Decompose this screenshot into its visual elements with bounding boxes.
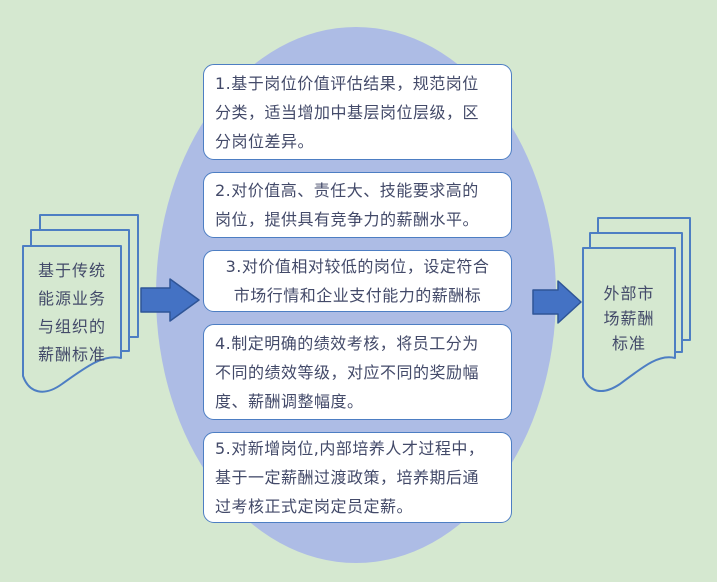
process-box-text-line: 1.基于岗位价值评估结果，规范岗位 xyxy=(215,73,479,93)
process-box-2: 2.对价值高、责任大、技能要求高的 岗位，提供具有竞争力的薪酬水平。 xyxy=(203,172,512,238)
process-box-text-line: 3.对价值相对较低的岗位，设定符合 xyxy=(225,257,490,276)
right-document-label: 外部市 场薪酬 标准 xyxy=(583,281,675,356)
process-box-text-line: 市场行情和企业支付能力的薪酬标 xyxy=(233,286,482,305)
left-document-label: 基于传统 能源业务 与组织的 薪酬标准 xyxy=(23,257,121,369)
doc-label-line: 与组织的 xyxy=(37,317,106,336)
doc-label-line: 基于传统 xyxy=(37,261,106,280)
doc-label-line: 外部市 xyxy=(603,284,655,303)
process-box-text-line: 基于一定薪酬过渡政策，培养期后通 xyxy=(215,468,480,487)
right-document-stack-icon xyxy=(582,217,691,393)
process-box-text-line: 不同的绩效等级，对应不同的奖励幅 xyxy=(215,362,480,382)
left-flow-arrow-icon xyxy=(140,278,200,322)
doc-label-line: 能源业务 xyxy=(37,289,106,308)
process-box-text-line: 2.对价值高、责任大、技能要求高的 xyxy=(215,181,479,200)
process-box-text-line: 过考核正式定岗定员定薪。 xyxy=(215,497,414,516)
process-box-text-line: 5.对新增岗位,内部培养人才过程中， xyxy=(215,439,485,458)
process-box-text-line: 岗位，提供具有竞争力的薪酬水平。 xyxy=(215,210,480,229)
process-box-1: 1.基于岗位价值评估结果，规范岗位 分类，适当增加中基层岗位层级，区 分岗位差异… xyxy=(203,64,512,160)
process-box-3: 3.对价值相对较低的岗位，设定符合 市场行情和企业支付能力的薪酬标 xyxy=(203,250,512,312)
process-box-4: 4.制定明确的绩效考核，将员工分为 不同的绩效等级，对应不同的奖励幅 度、薪酬调… xyxy=(203,324,512,420)
document-page-front-icon xyxy=(582,247,676,393)
process-box-text-line: 分岗位差异。 xyxy=(215,131,315,151)
process-box-5: 5.对新增岗位,内部培养人才过程中， 基于一定薪酬过渡政策，培养期后通 过考核正… xyxy=(203,432,512,523)
process-box-text-line: 分类，适当增加中基层岗位层级，区 xyxy=(215,102,480,122)
left-document-stack-icon xyxy=(22,214,139,393)
doc-label-line: 薪酬标准 xyxy=(37,345,106,364)
right-flow-arrow-icon xyxy=(532,280,582,324)
doc-label-line: 标准 xyxy=(611,334,646,353)
process-box-text-line: 度、薪酬调整幅度。 xyxy=(215,391,364,411)
doc-label-line: 场薪酬 xyxy=(603,309,655,328)
document-page-front-icon xyxy=(22,245,122,393)
process-box-text-line: 4.制定明确的绩效考核，将员工分为 xyxy=(215,333,479,353)
